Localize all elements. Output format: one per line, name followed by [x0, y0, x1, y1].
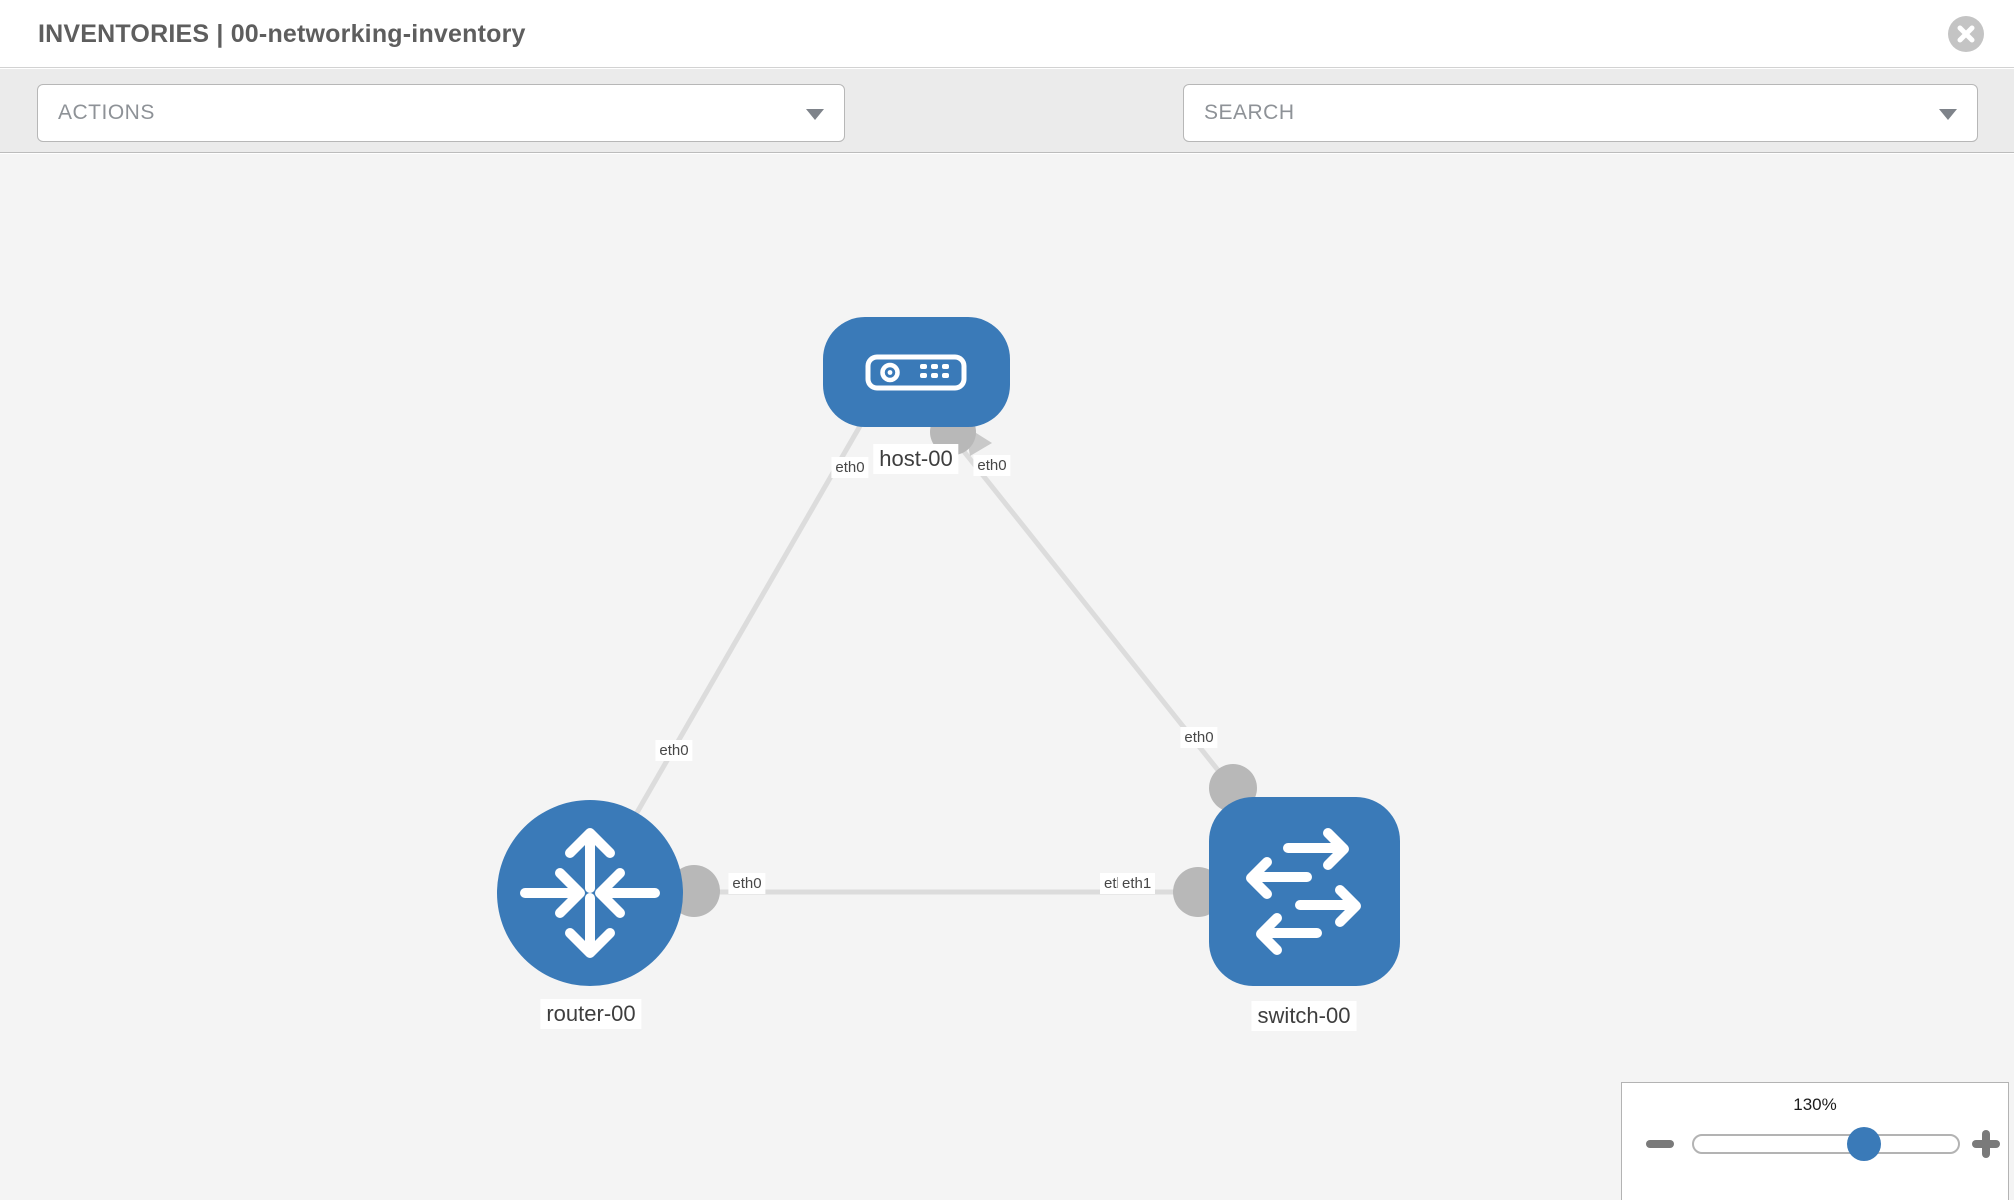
node-router-00[interactable] [497, 800, 683, 986]
iface-label-switch-left-front: eth1 [1118, 873, 1156, 894]
caret-down-icon [1939, 109, 1957, 120]
close-button[interactable] [1948, 16, 1984, 52]
node-switch-00[interactable] [1209, 797, 1400, 986]
zoom-level-value: 130% [1793, 1095, 1837, 1114]
zoom-slider-track[interactable] [1692, 1134, 1960, 1154]
zoom-in-button[interactable] [1972, 1130, 2000, 1158]
header: INVENTORIES | 00-networking-inventory [0, 0, 2014, 68]
iface-label-host-left: eth0 [831, 457, 869, 478]
search-dropdown[interactable]: SEARCH [1183, 84, 1978, 142]
node-label-host: host-00 [873, 444, 959, 474]
actions-dropdown-label: ACTIONS [58, 101, 155, 124]
zoom-control-panel: 130% [1621, 1082, 2009, 1200]
iface-label-host-right: eth0 [973, 455, 1011, 476]
topology-canvas[interactable]: host-00 router-00 switch-00 eth0 eth0 et… [0, 154, 2014, 1200]
topology-edges-layer [587, 409, 1257, 917]
zoom-slider-handle[interactable] [1847, 1127, 1881, 1161]
iface-label-switch-top: eth0 [1180, 727, 1218, 748]
toolbar: ACTIONS SEARCH [0, 69, 2014, 202]
page-title: INVENTORIES | 00-networking-inventory [38, 20, 526, 48]
node-host-00[interactable] [823, 317, 1010, 427]
actions-dropdown[interactable]: ACTIONS [37, 84, 845, 142]
iface-label-router-top: eth0 [655, 740, 693, 761]
node-label-switch: switch-00 [1251, 1001, 1357, 1031]
node-label-router: router-00 [540, 999, 642, 1029]
iface-label-router-right: eth0 [728, 873, 766, 894]
caret-down-icon [806, 109, 824, 120]
search-input-placeholder: SEARCH [1204, 101, 1295, 124]
zoom-out-button[interactable] [1646, 1140, 1674, 1148]
